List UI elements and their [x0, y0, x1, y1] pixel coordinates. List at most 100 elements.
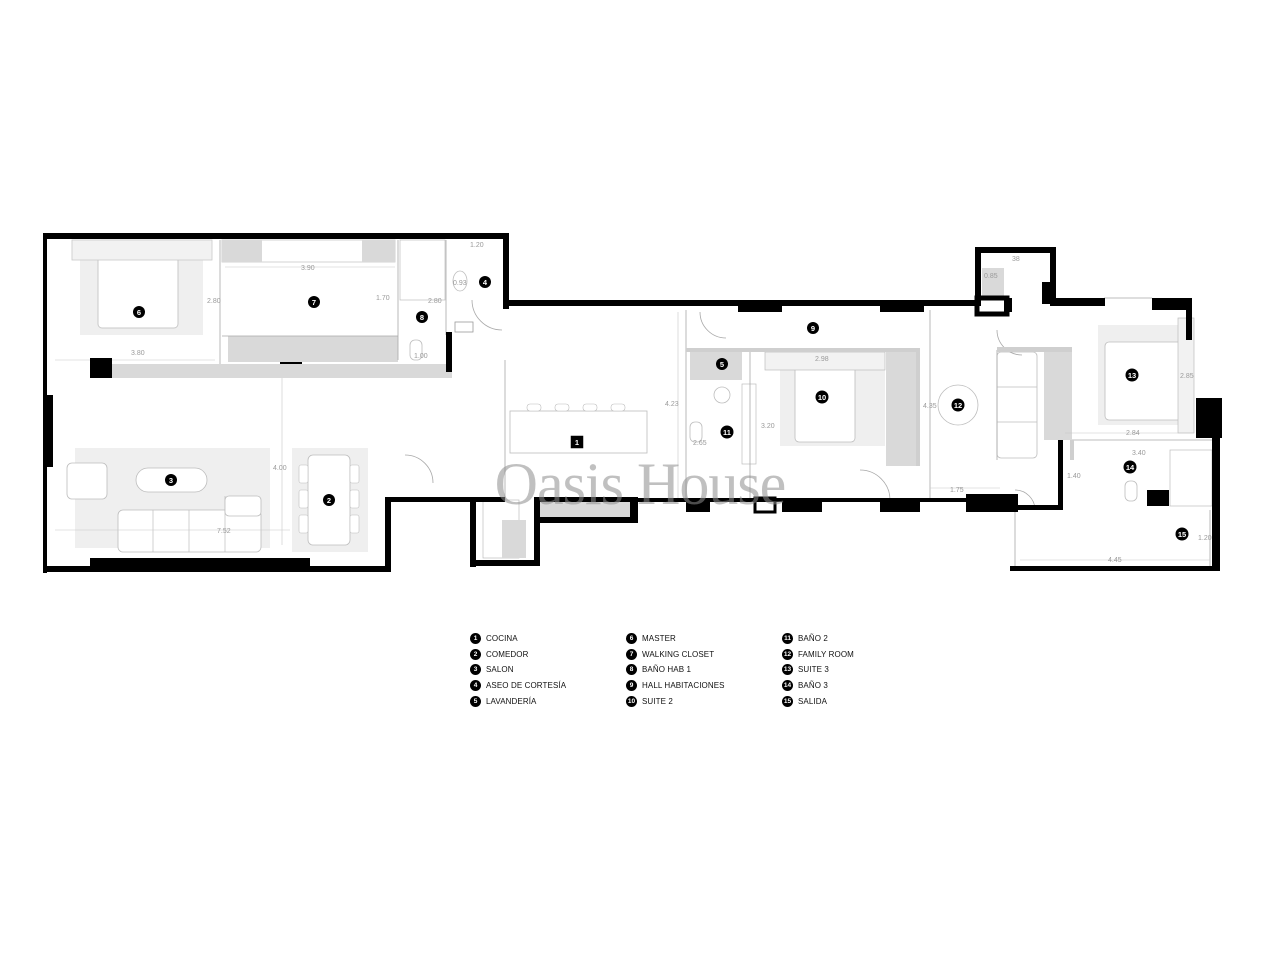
legend-label: SALON	[486, 665, 514, 675]
niche-block	[982, 268, 1004, 298]
legend-label: SALIDA	[798, 696, 828, 706]
dim-bath2-depth: 3.20	[761, 423, 775, 430]
aseo-sink	[454, 321, 474, 333]
legend-number: 2	[470, 648, 481, 660]
legend-number: 13	[782, 664, 793, 676]
dim-bath1-depth: 2.80	[428, 298, 442, 305]
legend-item: 6 MASTER	[626, 631, 725, 647]
watermark-logo: Oasis House	[495, 451, 786, 517]
room-marker-hall-habitaciones: 9	[807, 322, 819, 334]
bath2-shower	[741, 383, 757, 465]
dim-master-depth: 2.80	[207, 298, 221, 305]
dim-aseo: 0.93	[453, 280, 467, 287]
interior-partitions	[219, 240, 1212, 566]
legend-item: 2 COMEDOR	[470, 647, 566, 663]
closet-shelf-top-left	[222, 240, 262, 262]
kitchen-counter	[540, 498, 630, 520]
suite2-wardrobe	[886, 352, 916, 466]
dim-bath3-width: 3.40	[1132, 450, 1146, 457]
closet-shelf-bottom	[228, 336, 398, 362]
dim-suite3-width: 2.84	[1126, 430, 1140, 437]
legend-item: 7 WALKING CLOSET	[626, 647, 725, 663]
svg-text:4: 4	[483, 278, 488, 287]
room-marker-family-room: 12	[951, 398, 965, 412]
svg-text:12: 12	[954, 401, 962, 410]
dim-family-depth: 4.35	[923, 403, 937, 410]
legend-number: 4	[470, 680, 481, 692]
family-shelf	[1044, 352, 1072, 440]
dim-bath1-top: 1.20	[470, 242, 484, 249]
legend-label: BAÑO 3	[798, 681, 828, 691]
bath2-toilet	[689, 421, 703, 443]
svg-text:3: 3	[169, 476, 173, 485]
svg-text:13: 13	[1128, 371, 1136, 380]
legend-number: 9	[626, 680, 637, 692]
bath3-vanity	[1147, 490, 1169, 506]
legend: 1 COCINA 2 COMEDOR 3 SALON 4 ASEO DE CORTESÍ…	[470, 631, 890, 711]
legend-number: 5	[470, 695, 481, 707]
dim-exit-width: 4.45	[1108, 557, 1122, 564]
legend-item: 1 COCINA	[470, 631, 566, 647]
legend-column-1: 1 COCINA 2 COMEDOR 3 SALON 4 ASEO DE CORTESÍ…	[470, 631, 566, 709]
svg-text:5: 5	[720, 360, 724, 369]
bath3-shower	[1169, 449, 1213, 507]
legend-number: 1	[470, 633, 481, 645]
legend-label: BAÑO 2	[798, 634, 828, 644]
dim-closet-depth: 1.70	[376, 295, 390, 302]
svg-text:6: 6	[137, 308, 141, 317]
legend-number: 8	[626, 664, 637, 676]
dim-master-width: 3.80	[131, 350, 145, 357]
room-markers: 1 2 3 4 5 6 7 8 9 10 11 12 13 14 15	[133, 276, 1189, 541]
legend-label: ASEO DE CORTESÍA	[486, 681, 567, 691]
aseo-toilet	[452, 270, 468, 292]
legend-label: WALKING CLOSET	[642, 649, 715, 659]
dim-niche-depth: 0.85	[984, 273, 998, 280]
legend-number: 11	[782, 633, 793, 645]
laundry-block	[690, 350, 742, 380]
room-marker-bano-3: 14	[1123, 460, 1137, 474]
bath1-stairs	[399, 239, 446, 301]
dim-bath3-depth: 1.40	[1067, 473, 1081, 480]
legend-label: COMEDOR	[486, 649, 529, 659]
room-marker-walking-closet: 7	[308, 296, 320, 308]
legend-label: COCINA	[486, 634, 518, 644]
legend-number: 12	[782, 648, 793, 660]
master-headboard	[71, 239, 213, 261]
legend-number: 7	[626, 648, 637, 660]
svg-text:2: 2	[327, 496, 331, 505]
room-marker-lavanderia: 5	[716, 358, 728, 370]
svg-text:9: 9	[811, 324, 815, 333]
legend-number: 14	[782, 680, 793, 692]
suite3-bed	[1104, 341, 1191, 421]
bath2-sink	[713, 386, 731, 404]
svg-text:7: 7	[312, 298, 316, 307]
dimension-labels: 3.80 2.80 3.90 1.70 1.20 2.80 1.00 0.93 …	[131, 242, 1212, 564]
room-marker-suite-3: 13	[1125, 368, 1139, 382]
legend-number: 6	[626, 633, 637, 645]
room-marker-comedor: 2	[323, 494, 335, 506]
svg-text:14: 14	[1126, 463, 1135, 472]
room-marker-aseo-de-cortesia: 4	[479, 276, 491, 288]
bath1-toilet	[409, 339, 423, 361]
room-marker-cocina: 1	[569, 434, 585, 450]
room-marker-bano-hab-1: 8	[416, 311, 428, 323]
legend-number: 3	[470, 664, 481, 676]
legend-label: SUITE 2	[642, 696, 673, 706]
legend-label: MASTER	[642, 634, 676, 644]
legend-item: 11 BAÑO 2	[782, 631, 854, 647]
salon-armchair	[66, 462, 108, 500]
dim-niche-width: 38	[1012, 256, 1020, 263]
furniture-layer	[66, 239, 1213, 559]
dim-kitchen-depth: 4.23	[665, 401, 679, 408]
legend-label: HALL HABITACIONES	[642, 681, 725, 691]
dim-bath2-width: 2.65	[693, 440, 707, 447]
svg-text:8: 8	[420, 313, 424, 322]
dim-salon-depth: 4.00	[273, 465, 287, 472]
